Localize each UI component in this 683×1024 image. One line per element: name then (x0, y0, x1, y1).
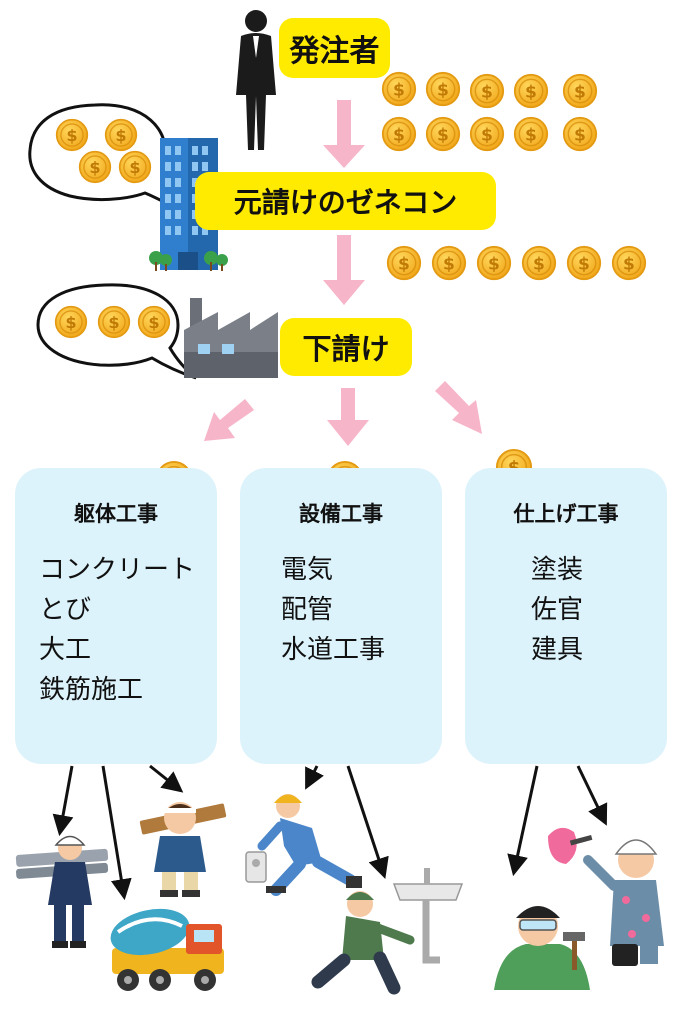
electrician-icon (245, 794, 362, 896)
category-item: コンクリート (39, 555, 196, 585)
category-card-equipment: 設備工事 電気 配管 水道工事 (240, 468, 442, 764)
category-title: 躯体工事 (74, 502, 158, 526)
category-card-finishing: 仕上げ工事 塗装 佐官 建具 (465, 468, 667, 764)
category-item: 電気 (281, 555, 334, 585)
arrow-sub-to-left (204, 399, 254, 441)
category-card-structural: 躯体工事 コンクリート とび 大工 鉄筋施工 (15, 468, 217, 764)
category-title: 設備工事 (299, 502, 383, 526)
category-item: 佐官 (531, 595, 584, 625)
plumber-icon (311, 868, 464, 995)
arrow-gc-to-sub (323, 235, 365, 305)
arrow-client-to-gc (323, 100, 365, 168)
category-title: 仕上げ工事 (513, 502, 619, 526)
arrow-sub-to-right (435, 381, 482, 434)
category-item: 建具 (531, 635, 584, 665)
businessman-icon (236, 10, 276, 150)
category-item: 配管 (281, 595, 334, 625)
pink-arrows (204, 100, 482, 446)
category-items: 電気 配管 水道工事 (281, 550, 385, 670)
general-contractor-label: 元請けのゼネコン (195, 172, 496, 230)
black-arrows (52, 764, 608, 901)
finisher-icon (494, 906, 590, 990)
steel-worker-icon (15, 835, 109, 948)
arrow-sub-to-center (327, 388, 369, 446)
category-items: 塗装 佐官 建具 (531, 550, 583, 670)
category-items: コンクリート とび 大工 鉄筋施工 (39, 550, 195, 710)
category-item: とび (39, 595, 92, 625)
client-label: 発注者 (279, 18, 390, 78)
painter-icon (548, 827, 664, 966)
factory-icon (184, 298, 278, 378)
concrete-mixer-truck-icon (110, 908, 224, 991)
category-item: 水道工事 (281, 635, 386, 665)
category-item: 塗装 (531, 555, 584, 585)
speech-bubble-sub (36, 283, 197, 380)
category-item: 鉄筋施工 (39, 675, 144, 705)
carpenter-icon (139, 802, 227, 897)
subcontractor-label: 下請け (280, 318, 412, 376)
category-item: 大工 (39, 635, 92, 665)
